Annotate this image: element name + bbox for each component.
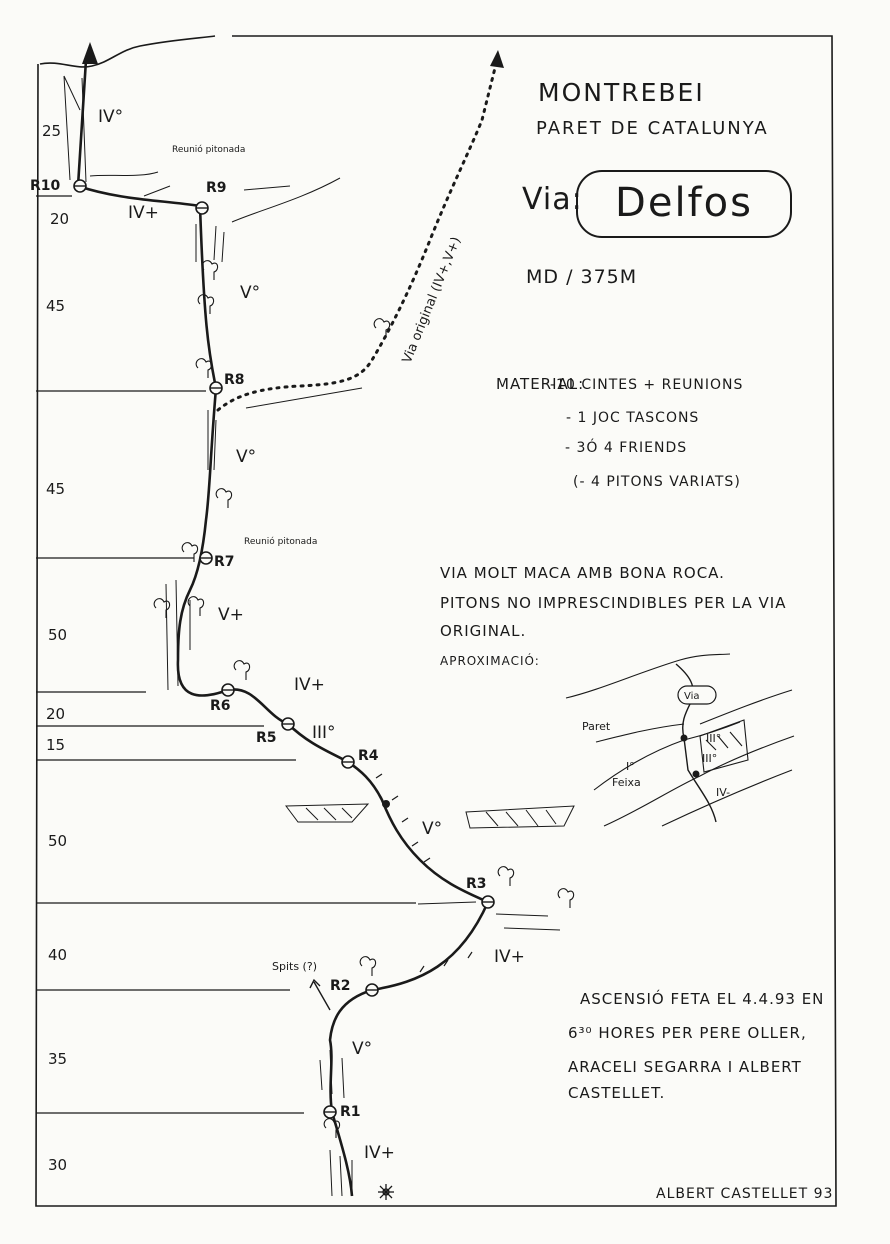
piton-marks: [375, 773, 473, 973]
belay-label: R3: [466, 876, 487, 892]
belay-label: R5: [256, 730, 277, 746]
route-top-arrow: [82, 42, 98, 64]
pitch-length-labels: 25 20 45 45 50 20 15 50 40 35 30: [42, 122, 69, 1174]
belay-label: R6: [210, 698, 231, 714]
pitch-grade: V°: [422, 819, 442, 839]
approach-grade-iii-a: III°: [706, 732, 721, 745]
pitch-grade: IV°: [98, 107, 123, 127]
route-line: [76, 59, 490, 1197]
pitch-grade: IV+: [494, 947, 525, 967]
belay-label: R7: [214, 554, 235, 570]
pitch-length: 15: [46, 736, 65, 754]
spits-arrow: [309, 978, 331, 1011]
author-signature: Albert Castellet 93: [656, 1186, 834, 1202]
pitch-length: 40: [48, 946, 67, 964]
pitch-length: 35: [48, 1050, 67, 1068]
reunio-pitonada-note: Reunió pitonada: [172, 144, 245, 155]
ascent-line: Castellet.: [568, 1084, 666, 1102]
via-prefix: Via:: [522, 182, 583, 217]
material-item: -10 cintes + reunions: [550, 377, 744, 393]
description-line: Via molt maca amb bona roca.: [440, 564, 725, 582]
material-item: - 1 joc tascons: [566, 410, 700, 426]
pitch-grade: V°: [352, 1039, 372, 1059]
original-route-arrow: [490, 50, 504, 68]
original-route-line: [216, 62, 498, 412]
belay-label: R2: [330, 978, 351, 994]
belay-labels: R1 R2 R3 R4 R5 R6 R7 R8 R9 R10: [30, 178, 487, 1120]
pitch-grade-labels: IV+ V° IV+ V° III° IV+ V+ V° V° IV+ IV°: [98, 107, 525, 1163]
ascent-line: Ascensió feta el 4.4.93 en: [580, 990, 825, 1008]
tree-symbols: [153, 260, 575, 1138]
start-symbol: [378, 1184, 394, 1200]
spits-note: Spits (?): [272, 960, 317, 973]
route-grade: MD / 375m: [526, 266, 638, 288]
page-frame: [35, 35, 837, 1207]
approach-map: Via Paret Feixa I° III° III° IV-: [565, 653, 795, 827]
approach-feixa-label: Feixa: [612, 776, 641, 789]
approach-label: Aproximació:: [440, 654, 540, 668]
material-item: (- 4 pitons variats): [573, 474, 741, 490]
original-route-label: Via original (IV+,V+): [400, 235, 464, 366]
pitch-grade: V+: [218, 605, 244, 625]
reunio-pitonada-note: Reunió pitonada: [244, 536, 317, 547]
pitch-length: 30: [48, 1156, 67, 1174]
belay-label: R10: [30, 178, 61, 194]
pitch-grade: V°: [240, 283, 260, 303]
pitch-grade: V°: [236, 447, 256, 467]
route-name-box: Delfos: [576, 170, 792, 238]
wall-name: Paret de Catalunya: [536, 118, 769, 139]
route-name: Delfos: [615, 180, 753, 226]
belay-label: R4: [358, 748, 379, 764]
description-line: original.: [440, 622, 527, 640]
area-name: Montrebei: [538, 78, 705, 107]
material-title: Material:: [496, 375, 585, 393]
pitch-length: 45: [46, 297, 65, 315]
approach-grade-iii-b: III°: [702, 752, 717, 765]
ledges: [245, 387, 575, 931]
topo-notes: Reunió pitonada Reunió pitonada Spits (?…: [172, 144, 317, 973]
approach-grade-i: I°: [626, 760, 635, 773]
pitch-length: 50: [48, 626, 67, 644]
description-line: Pitons no imprescindibles per la via: [440, 594, 787, 612]
belay-label: R1: [340, 1104, 361, 1120]
pitch-length: 20: [46, 705, 65, 723]
pitch-grade: IV+: [128, 203, 159, 223]
approach-grade-iv: IV-: [716, 786, 730, 799]
pitch-length: 25: [42, 122, 61, 140]
ascent-line: 6³⁰ hores per Pere Oller,: [568, 1024, 807, 1042]
belay-label: R9: [206, 180, 227, 196]
pitch-length: 20: [50, 210, 69, 228]
rock-features: [63, 75, 353, 1197]
pitch-grade: IV+: [294, 675, 325, 695]
pitch-grade: IV+: [364, 1143, 395, 1163]
pitch-grade: III°: [312, 723, 336, 743]
belay-label: R8: [224, 372, 245, 388]
material-item: - 3ó 4 friends: [565, 440, 688, 456]
pitch-length: 45: [46, 480, 65, 498]
ascent-line: Araceli Segarra i Albert: [568, 1058, 802, 1076]
bolt-marker: [382, 800, 390, 808]
pitch-length: 50: [48, 832, 67, 850]
pitch-dividers: [36, 195, 416, 1114]
approach-via-label: Via: [684, 691, 700, 702]
approach-paret-label: Paret: [582, 720, 611, 733]
